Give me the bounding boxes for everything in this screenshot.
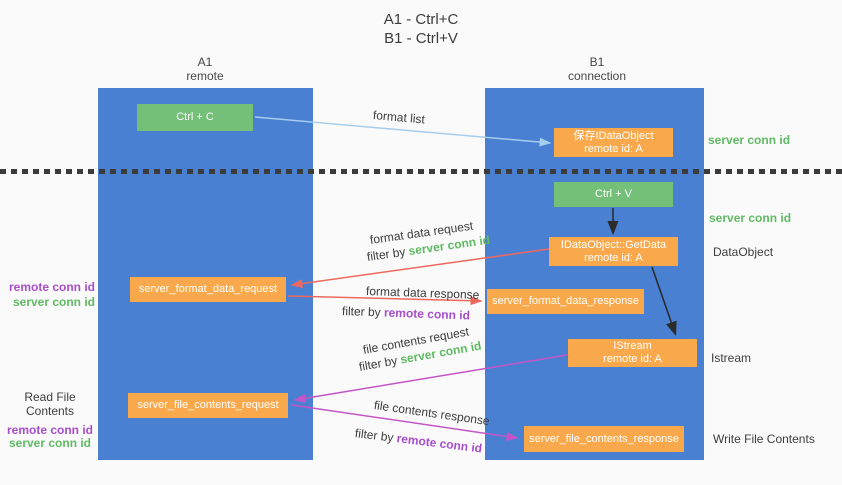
remote-conn-id-text: remote conn id: [395, 431, 483, 456]
phase-divider-dotted-line: [0, 169, 842, 174]
filter-by-text: filter by: [341, 304, 385, 320]
file-contents-response-label: file contents response: [373, 398, 491, 429]
filter-by-remote-conn-id-label-2: filter by remote conn id: [354, 426, 483, 455]
diagram-title: A1 - Ctrl+C B1 - Ctrl+V: [0, 10, 842, 48]
filter-by-remote-conn-id-label-1: filter by remote conn id: [342, 304, 470, 322]
istream-line2: remote id: A: [603, 353, 662, 365]
istream-line1: IStream: [613, 340, 652, 352]
format-response-label: server_format_data_response: [492, 295, 639, 307]
filter-by-text: filter by: [354, 426, 398, 446]
getdata-line2: remote id: A: [584, 251, 643, 264]
ctrl-c-label: Ctrl + C: [176, 111, 214, 123]
server-conn-id-side-label-mid: server conn id: [709, 211, 792, 225]
read-file-contents-label: Read File Contents: [24, 390, 76, 418]
file-request-label: server_file_contents_request: [137, 399, 279, 411]
write-file-contents-label: Write File Contents: [713, 432, 815, 446]
lane-a1-name: A1: [197, 55, 213, 69]
left-conn-id-group-2: Read File Contents remote conn id server…: [0, 390, 100, 450]
ctrl-v-label: Ctrl + V: [595, 188, 632, 200]
ctrl-c-box: Ctrl + C: [137, 104, 253, 131]
lane-a1-role: remote: [186, 69, 224, 83]
save-idataobject-box: 保存IDataObject remote id: A: [554, 128, 673, 157]
ctrl-v-box: Ctrl + V: [554, 182, 673, 207]
dataobject-side-label: DataObject: [713, 245, 774, 259]
lane-header-a1: A1 remote: [155, 55, 255, 83]
save-idataobject-line2: remote id: A: [584, 142, 643, 155]
server-format-data-request-box: server_format_data_request: [130, 277, 286, 302]
format-list-label: format list: [372, 108, 426, 127]
server-file-contents-request-box: server_file_contents_request: [128, 393, 288, 418]
server-conn-id-label: server conn id: [8, 436, 92, 450]
server-file-contents-response-box: server_file_contents_response: [524, 426, 684, 452]
getdata-line1: IDataObject::GetData: [560, 238, 667, 251]
server-conn-id-label: server conn id: [12, 295, 95, 309]
remote-conn-id-text: remote conn id: [383, 305, 471, 323]
idataobject-getdata-box: IDataObject::GetData remote id: A: [549, 237, 678, 266]
filter-by-text: filter by: [366, 244, 410, 264]
remote-conn-id-label: remote conn id: [8, 280, 95, 294]
lane-b1-name: B1: [589, 55, 605, 69]
format-data-response-label: format data response: [365, 284, 480, 302]
title-line-1: A1 - Ctrl+C: [383, 11, 459, 28]
left-conn-id-group-1: remote conn id server conn id: [0, 280, 95, 310]
file-response-label: server_file_contents_response: [529, 432, 679, 445]
istream-side-label: Istream: [711, 351, 752, 365]
lane-b1-role: connection: [567, 69, 627, 83]
save-idataobject-line1: 保存IDataObject: [573, 129, 654, 142]
remote-conn-id-label: remote conn id: [6, 423, 93, 437]
lane-header-b1: B1 connection: [547, 55, 647, 83]
title-line-2: B1 - Ctrl+V: [384, 30, 458, 47]
format-request-label: server_format_data_request: [138, 283, 278, 295]
istream-box: IStream remote id: A: [568, 339, 697, 367]
server-format-data-response-box: server_format_data_response: [487, 289, 644, 314]
server-conn-id-side-label-top: server conn id: [708, 133, 791, 147]
